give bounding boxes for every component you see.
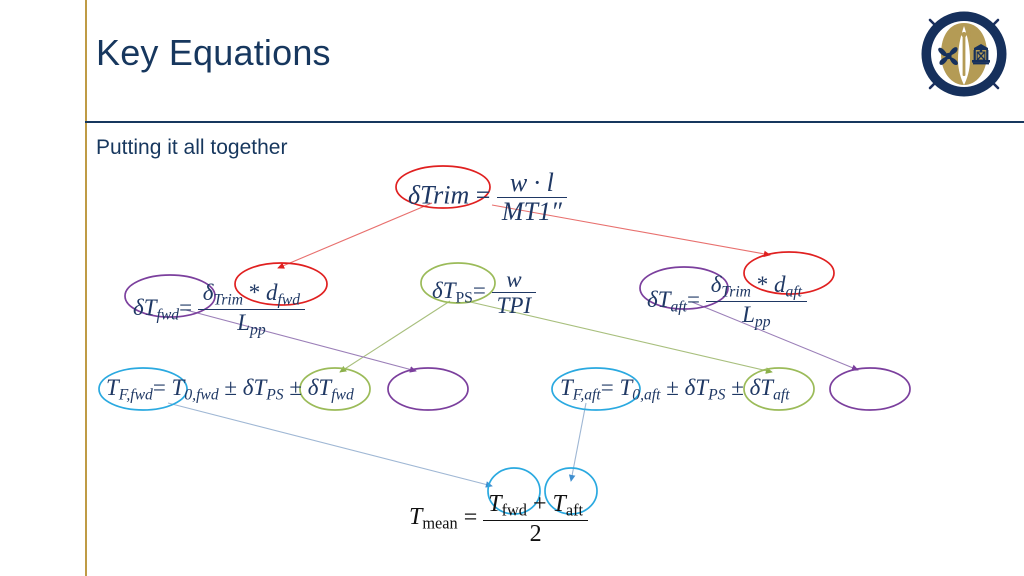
delta-t-ps-denominator: TPI — [491, 292, 537, 317]
delta-t-ps-equation: δTPS= w TPI — [432, 267, 537, 317]
draft-forward-equation: TF,fwd= T0,fwd ± δTPS ± δTfwd — [106, 376, 354, 403]
delta-t-fwd-equation: δTfwd= δTrim * dfwd Lpp — [133, 280, 306, 338]
draft-aft-circle — [551, 367, 641, 411]
delta-t-fwd-denominator: Lpp — [197, 309, 306, 338]
tffwd-op1: ± — [224, 375, 238, 400]
slide-subtitle: Putting it all together — [96, 136, 288, 159]
delta-t-ps-circle — [420, 262, 496, 304]
tffwd-op2: ± — [289, 375, 302, 400]
delta-t-aft-circle — [639, 266, 729, 310]
ps-to-aft-connector — [465, 300, 773, 374]
delta-trim-in-fwd-circle — [234, 262, 328, 306]
usna-naoe-seal-logo: UNITED STATES NAVAL ACADEMY NAVAL ARCHIT… — [921, 11, 1007, 104]
delta-t-fwd-equals: = — [179, 294, 193, 320]
delta-t-aft-denominator: Lpp — [705, 301, 807, 330]
tfaft-lhs: TF,aft — [560, 375, 601, 404]
delta-trim-equation: δTrim = w · l MT1″ — [408, 170, 567, 225]
delta-t-aft-lhs-sub: aft — [670, 298, 687, 316]
delta-trim-equals: = — [475, 180, 491, 210]
left-gold-rule — [85, 0, 87, 576]
delta-t-fwd-numerator: δTrim * dfwd — [202, 280, 301, 309]
tfaft-t0: T0,aft — [619, 375, 661, 404]
delta-t-ps-in-aft-circle — [743, 367, 815, 411]
t-aft-in-mean-circle — [544, 467, 598, 515]
delta-t-ps-numerator: w — [506, 267, 522, 292]
delta-t-aft-numerator: δTrim * daft — [710, 272, 802, 301]
delta-t-ps-lhs: δTPS — [432, 277, 473, 307]
delta-trim-circle — [395, 165, 491, 209]
tfaft-op2: ± — [731, 375, 744, 400]
delta-trim-fraction: w · l MT1″ — [496, 168, 567, 225]
tffwd-equals: = — [152, 375, 166, 400]
delta-trim-numerator: w · l — [509, 168, 554, 197]
tfaft-dtps: δTPS — [684, 375, 726, 404]
delta-t-ps-in-fwd-circle — [299, 367, 371, 411]
tfaft-op1: ± — [666, 375, 679, 400]
delta-t-aft-equals: = — [686, 286, 700, 312]
ps-to-fwd-connector — [339, 300, 451, 373]
delta-t-aft-in-sum-circle — [829, 367, 911, 411]
delta-t-ps-fraction: w TPI — [491, 267, 537, 317]
delta-trim-in-aft-circle — [743, 251, 835, 295]
page-title: Key Equations — [96, 32, 331, 73]
trim-to-fwd-connector — [277, 202, 433, 269]
draft-aft-equation: TF,aft= T0,aft ± δTPS ± δTaft — [560, 376, 790, 403]
tmean-denominator: 2 — [483, 519, 589, 546]
delta-t-ps-lhs-sub: PS — [455, 289, 473, 307]
tfaft-dtaft: δTaft — [749, 375, 790, 404]
delta-t-ps-equals: = — [472, 277, 486, 303]
tffwd-dtps: δTPS — [242, 375, 284, 404]
tffwd-dtfwd: δTfwd — [307, 375, 354, 404]
delta-t-fwd-fraction: δTrim * dfwd Lpp — [197, 280, 306, 338]
tmean-equals: = — [463, 504, 478, 531]
trim-to-aft-connector — [491, 204, 771, 258]
tmean-fraction: Tfwd + Taft 2 — [483, 491, 589, 546]
dtaft-to-sum-connector — [691, 301, 859, 371]
title-navy-rule — [85, 121, 1024, 123]
tfaft-equals: = — [600, 375, 614, 400]
delta-t-fwd-lhs-sub: fwd — [156, 306, 180, 324]
delta-t-fwd-in-sum-circle — [387, 367, 469, 411]
delta-t-aft-lhs: δTaft — [647, 286, 687, 316]
draft-forward-circle — [98, 367, 188, 411]
tmean-numerator: Tfwd + Taft — [488, 491, 584, 520]
dtfwd-to-sum-connector — [185, 309, 417, 373]
tffwd-to-tmean-connector — [167, 402, 493, 488]
delta-trim-lhs: δTrim — [408, 180, 470, 210]
delta-t-aft-equation: δTaft= δTrim * daft Lpp — [647, 273, 807, 330]
mean-draft-equation: Tmean = Tfwd + Taft 2 — [409, 491, 589, 546]
t-fwd-in-mean-circle — [487, 467, 541, 515]
delta-t-fwd-lhs: δTfwd — [133, 294, 180, 324]
tmean-lhs: Tmean — [409, 504, 458, 534]
delta-t-fwd-circle — [124, 274, 216, 318]
delta-t-aft-fraction: δTrim * daft Lpp — [705, 272, 807, 330]
tffwd-lhs: TF,fwd — [106, 375, 153, 404]
tffwd-t0: T0,fwd — [171, 375, 219, 404]
delta-trim-denominator: MT1″ — [496, 197, 567, 225]
